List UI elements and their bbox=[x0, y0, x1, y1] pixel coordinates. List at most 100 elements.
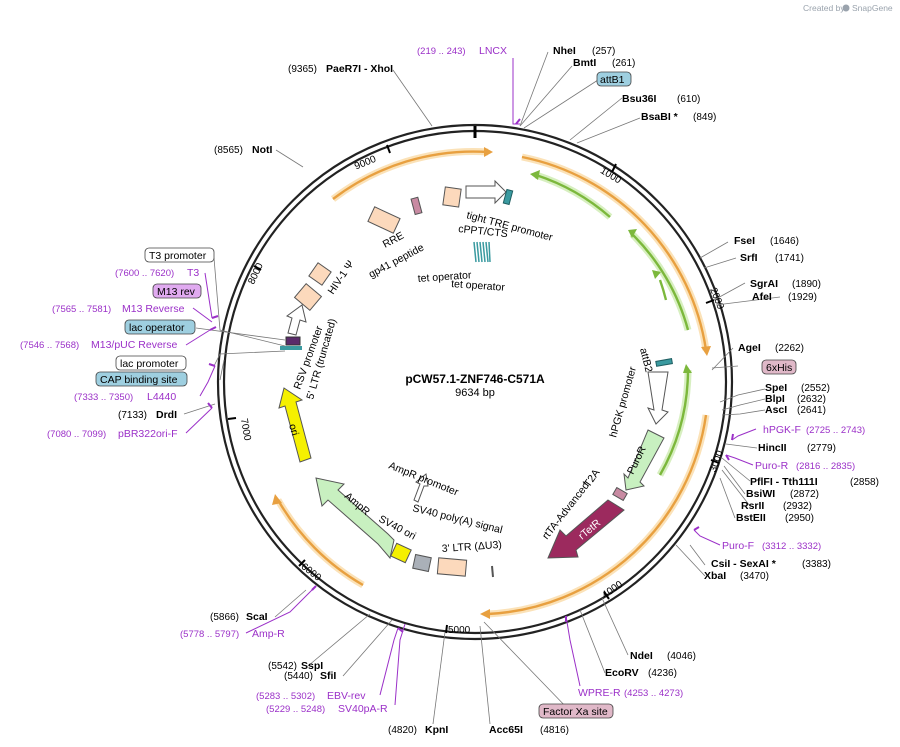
site-scai-pos: (5866) bbox=[210, 612, 239, 623]
site-xbai-pos: (3470) bbox=[740, 571, 769, 582]
primer-t3-range: (7600 .. 7620) bbox=[115, 268, 174, 279]
primer-ampr: Amp-R bbox=[252, 628, 285, 640]
label-ltr3: 3' LTR (ΔU3) bbox=[441, 539, 502, 555]
tick-9000: 9000 bbox=[353, 154, 378, 173]
box-6xhis bbox=[761, 359, 797, 375]
primer-purof: Puro-F bbox=[722, 540, 754, 552]
ampr-promoter-arrow bbox=[413, 473, 429, 503]
site-sfii: SfiI bbox=[320, 670, 336, 682]
site-sspi: SspI bbox=[301, 660, 323, 672]
box-6xhis-label: 6xHis bbox=[766, 362, 792, 374]
primer-lines bbox=[185, 58, 757, 706]
primer-labels[interactable]: (219 .. 243) LNCX hPGK-F (2725 .. 2743) … bbox=[20, 45, 865, 715]
primer-m13rev-range: (7565 .. 7581) bbox=[52, 304, 111, 315]
site-paer7i: PaeR7I - XhoI bbox=[326, 63, 393, 75]
box-lacpromoter-label: lac promoter bbox=[120, 358, 179, 370]
primer-ampr-range: (5778 .. 5797) bbox=[180, 629, 239, 640]
site-sgrai: SgrAI bbox=[750, 278, 778, 290]
box-cap bbox=[95, 371, 188, 387]
site-hincii-pos: (2779) bbox=[807, 443, 836, 454]
tet-operator-stripes bbox=[473, 241, 491, 263]
label-sv40polya: SV40 poly(A) signal bbox=[411, 502, 503, 536]
primer-m13rev: M13 Reverse bbox=[122, 303, 185, 315]
site-csii-pos: (3383) bbox=[802, 559, 831, 570]
orf-arrowheads bbox=[272, 147, 711, 619]
primer-t3: T3 bbox=[187, 267, 199, 279]
site-kpni: KpnI bbox=[425, 724, 448, 736]
site-afei: AfeI bbox=[752, 291, 772, 303]
primer-hpgkf: hPGK-F bbox=[763, 424, 801, 436]
box-lacpromoter bbox=[115, 355, 187, 371]
site-acc65i-pos: (4816) bbox=[540, 725, 569, 736]
site-nhei-pos: (257) bbox=[592, 46, 615, 57]
primer-m13puc-range: (7546 .. 7568) bbox=[20, 340, 79, 351]
site-acc65i: Acc65I bbox=[489, 724, 523, 736]
hpgk-arrow bbox=[647, 371, 669, 425]
primer-sv40par-range: (5229 .. 5248) bbox=[266, 704, 325, 715]
site-hincii: HincII bbox=[758, 442, 787, 454]
box-t3promoter bbox=[144, 247, 215, 263]
site-rsrii-pos: (2932) bbox=[783, 501, 812, 512]
site-labels-right[interactable]: NheI (257) BmtI (261) Bsu36I (610) BsaBI… bbox=[489, 45, 879, 736]
small-dark-box bbox=[285, 336, 301, 346]
boxed-labels[interactable]: attB1 6xHis Factor Xa site T3 promoter M… bbox=[95, 71, 797, 719]
tick-5000: 5000 bbox=[448, 625, 471, 636]
box-factorxa-label: Factor Xa site bbox=[543, 706, 608, 718]
site-pflfi: PflFI - Tth111I bbox=[750, 476, 818, 488]
plasmid-length: 9634 bp bbox=[455, 387, 495, 399]
site-blpi-pos: (2632) bbox=[797, 394, 826, 405]
tight-tre-arrow bbox=[465, 179, 507, 205]
primer-marks bbox=[207, 118, 734, 633]
cppt-box bbox=[442, 186, 462, 208]
site-paer7i-pos: (9365) bbox=[288, 64, 317, 75]
ltr5-box bbox=[293, 282, 323, 312]
site-rsrii: RsrII bbox=[741, 500, 764, 512]
site-drdi: DrdI bbox=[156, 409, 177, 421]
rsv-arrow bbox=[285, 304, 307, 336]
site-fsei-pos: (1646) bbox=[770, 236, 799, 247]
site-sgrai-pos: (1890) bbox=[792, 279, 821, 290]
box-lacoperator bbox=[124, 319, 196, 335]
site-noti-pos: (8565) bbox=[214, 145, 243, 156]
primer-sv40par: SV40pA-R bbox=[338, 703, 388, 715]
site-agei-pos: (2262) bbox=[775, 343, 804, 354]
site-fsei: FseI bbox=[734, 235, 755, 247]
box-attb1-label: attB1 bbox=[600, 74, 625, 86]
primer-puror: Puro-R bbox=[755, 460, 789, 472]
site-spei-pos: (2552) bbox=[801, 383, 830, 394]
site-blpi: BlpI bbox=[765, 393, 785, 405]
site-spei: SpeI bbox=[765, 382, 787, 394]
site-labels-left[interactable]: (4820) KpnI (5542) SspI (5440) SfiI (586… bbox=[118, 63, 448, 736]
label-tetop1: tet operator bbox=[417, 269, 472, 285]
primer-puror-range: (2816 .. 2835) bbox=[796, 461, 855, 472]
site-asci-pos: (2641) bbox=[797, 405, 826, 416]
site-srfi: SrfI bbox=[740, 252, 758, 264]
site-ecorv-pos: (4236) bbox=[648, 668, 677, 679]
primer-purof-range: (3312 .. 3332) bbox=[762, 541, 821, 552]
site-ndei: NdeI bbox=[630, 650, 653, 662]
gp41-box bbox=[410, 196, 423, 216]
site-pflfi-pos: (2858) bbox=[850, 477, 879, 488]
sv40pa-box bbox=[412, 553, 432, 573]
rtetr-arrow bbox=[547, 499, 625, 559]
primer-hpgkf-range: (2725 .. 2743) bbox=[806, 425, 865, 436]
primer-l4440: L4440 bbox=[147, 391, 176, 403]
box-attb1 bbox=[596, 71, 632, 87]
site-bsu36i-pos: (610) bbox=[677, 94, 700, 105]
label-ampr-promoter: AmpR promoter bbox=[387, 460, 461, 499]
credit-brand: SnapGene bbox=[852, 3, 893, 13]
site-kpni-pos: (4820) bbox=[388, 725, 417, 736]
snapgene-logo-icon bbox=[842, 4, 850, 12]
label-hpgk: hPGK promoter bbox=[607, 365, 639, 439]
plasmid-name: pCW57.1-ZNF746-C571A bbox=[405, 372, 545, 386]
t2a-box bbox=[612, 486, 628, 502]
primer-ebvrev: EBV-rev bbox=[327, 690, 366, 702]
ltr3-box bbox=[436, 557, 468, 577]
label-hiv: HIV-1 Ψ bbox=[326, 258, 357, 296]
box-factorxa bbox=[538, 703, 614, 719]
green-arcs bbox=[534, 171, 692, 477]
site-bsteii-pos: (2950) bbox=[785, 513, 814, 524]
small-teal-box bbox=[280, 346, 302, 350]
tight-tre-small bbox=[502, 188, 514, 206]
